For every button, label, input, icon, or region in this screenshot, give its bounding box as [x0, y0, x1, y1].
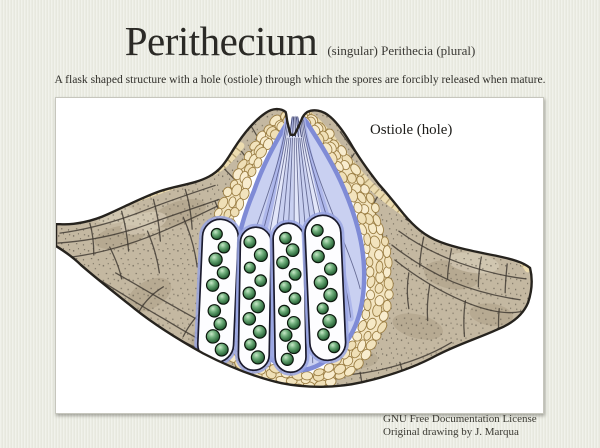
credit-line: Original drawing by J. Marqua [383, 425, 519, 438]
figure-panel: Ostiole (hole) [55, 97, 544, 414]
slide-subtitle: A flask shaped structure with a hole (os… [54, 73, 546, 86]
title-row: Perithecium (singular) Perithecia (plura… [0, 18, 600, 64]
page-title-suffix: (singular) Perithecia (plural) [327, 43, 476, 58]
license-line: GNU Free Documentation License [383, 413, 537, 425]
attribution: GNU Free Documentation License Original … [383, 413, 537, 438]
perithecium-diagram: Ostiole (hole) [56, 107, 533, 388]
ostiole-label: Ostiole (hole) [370, 122, 452, 138]
page-title: Perithecium [124, 18, 318, 64]
